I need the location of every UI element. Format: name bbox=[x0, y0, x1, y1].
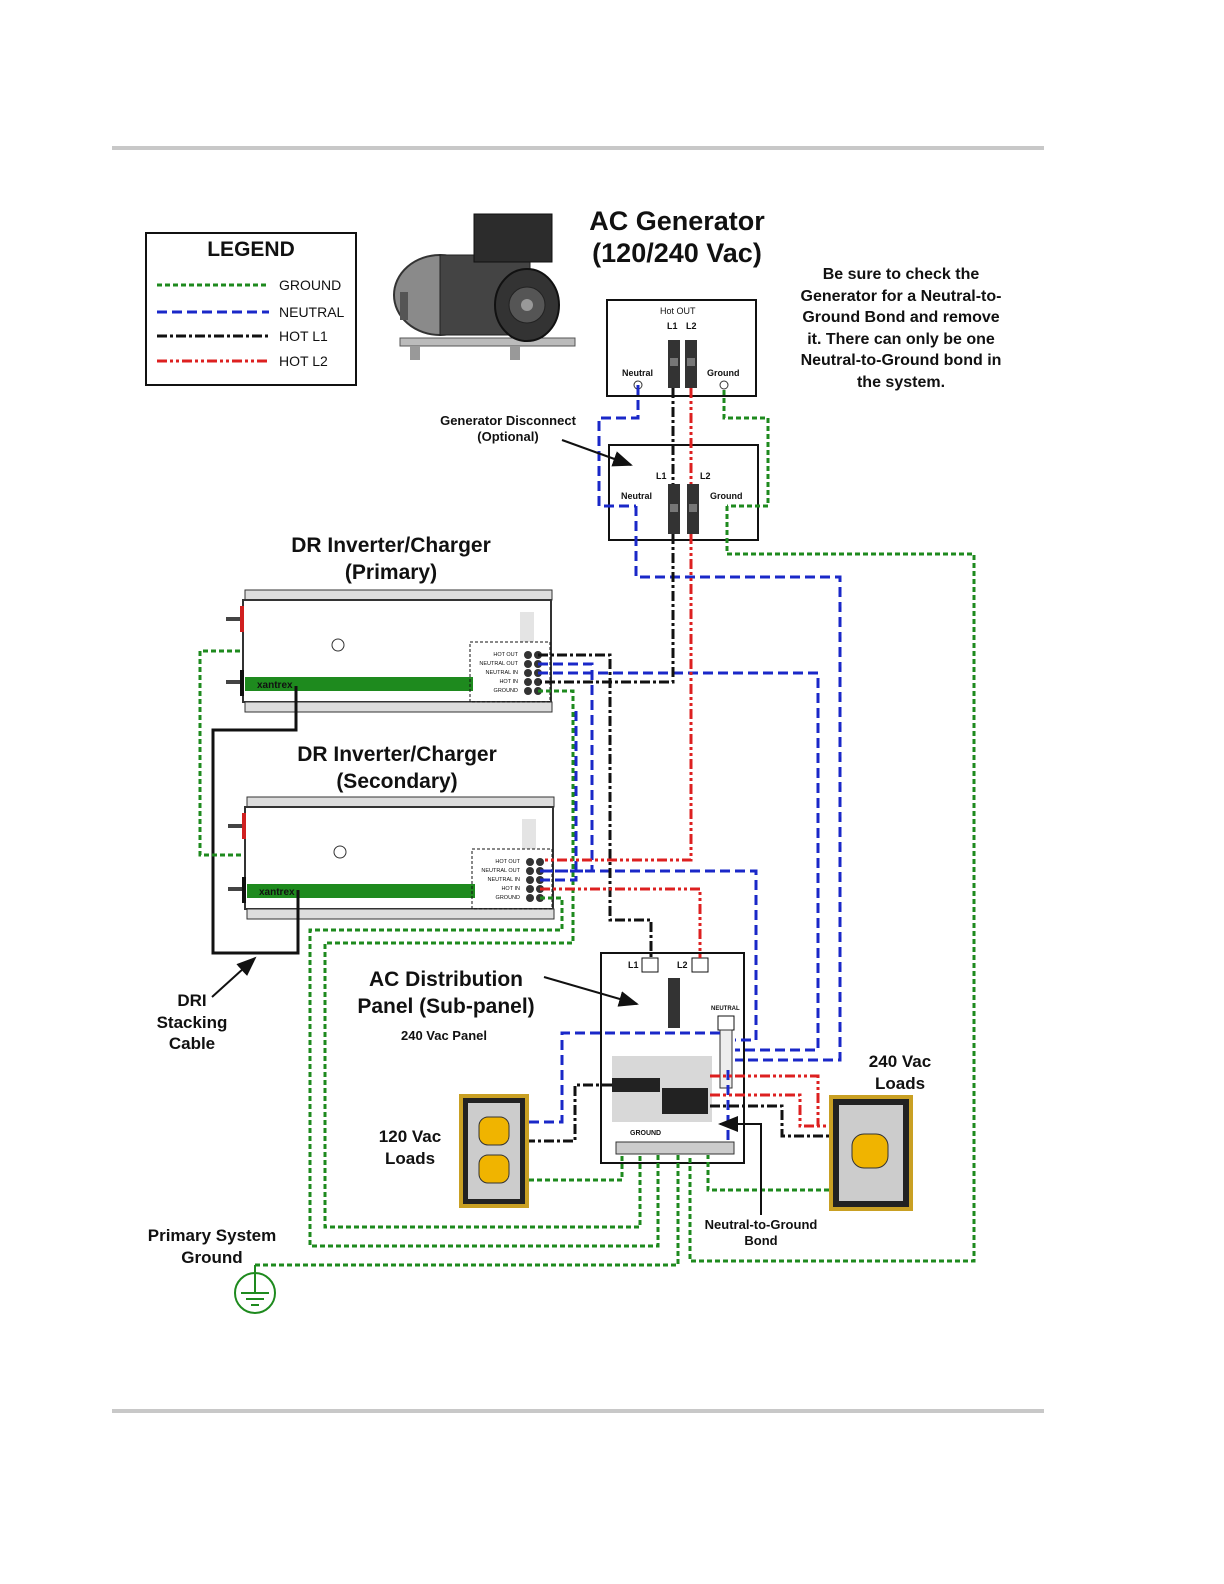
outlet-240v bbox=[829, 1095, 913, 1211]
inverter-primary-title: DR Inverter/Charger (Primary) bbox=[266, 532, 516, 586]
disconnect-label-line1: Generator Disconnect bbox=[440, 413, 576, 428]
generator-hot-out-label: Hot OUT bbox=[660, 306, 696, 316]
ground-wires bbox=[198, 390, 976, 1267]
terminal-label: NEUTRAL OUT bbox=[481, 868, 520, 874]
inverter-secondary-title: DR Inverter/Charger (Secondary) bbox=[272, 741, 522, 795]
loads-120v-line2: Loads bbox=[384, 1148, 436, 1168]
inverter-secondary-brand: xantrex bbox=[259, 887, 295, 898]
inverter-primary-title-line2: (Primary) bbox=[344, 561, 438, 584]
inverter-secondary-terminals: HOT OUT NEUTRAL OUT NEUTRAL IN HOT IN GR… bbox=[472, 858, 520, 903]
warning-line: Neutral-to-Ground bond in bbox=[800, 352, 1002, 369]
bond-label: Neutral-to-Ground Bond bbox=[694, 1217, 828, 1249]
legend-box: LEGEND GROUND NEUTRAL HOT L1 HOT L2 bbox=[145, 232, 357, 386]
outlet-120v bbox=[459, 1094, 529, 1208]
dri-label-line: Cable bbox=[168, 1034, 216, 1053]
hot-l1-line-icon bbox=[157, 334, 269, 338]
loads-120v-line1: 120 Vac bbox=[378, 1127, 442, 1146]
panel-neutral-label: NEUTRAL bbox=[711, 1006, 740, 1012]
warning-line: it. There can only be one bbox=[807, 330, 995, 348]
terminal-label: NEUTRAL IN bbox=[485, 670, 519, 676]
panel-l2-label: L2 bbox=[677, 960, 688, 970]
hot-l1-wires bbox=[529, 388, 829, 1143]
terminal-label: GROUND bbox=[495, 895, 520, 901]
disconnect-label-line2: (Optional) bbox=[477, 429, 539, 444]
loads-240v-line1: 240 Vac bbox=[868, 1052, 932, 1071]
system-ground-line1: Primary System bbox=[147, 1226, 277, 1245]
panel-ground-label: GROUND bbox=[630, 1130, 662, 1137]
terminal-label: NEUTRAL OUT bbox=[479, 661, 518, 667]
loads-120v-label: 120 Vac Loads bbox=[368, 1126, 452, 1169]
generator-l2-label: L2 bbox=[686, 321, 697, 331]
distribution-title-line1: AC Distribution bbox=[369, 968, 523, 991]
terminal-label: HOT IN bbox=[501, 886, 520, 892]
disconnect-neutral-label: Neutral bbox=[621, 491, 653, 501]
generator-title-line2: (120/240 Vac) bbox=[592, 238, 762, 268]
legend-label: GROUND bbox=[279, 277, 342, 293]
terminal-label: NEUTRAL IN bbox=[487, 877, 521, 883]
panel-l1-label: L1 bbox=[628, 960, 639, 970]
hot-l2-wires bbox=[540, 388, 829, 1128]
bottom-rule bbox=[112, 1409, 1044, 1413]
bond-label-line2: Bond bbox=[744, 1233, 778, 1248]
terminal-label: GROUND bbox=[493, 688, 518, 694]
dri-label-line: Stacking bbox=[156, 1012, 228, 1032]
inverter-secondary-title-line2: (Secondary) bbox=[336, 770, 458, 793]
inverter-secondary-title-line1: DR Inverter/Charger bbox=[297, 743, 497, 766]
disconnect-label: Generator Disconnect (Optional) bbox=[427, 413, 589, 445]
terminal-label: HOT IN bbox=[499, 679, 518, 685]
hot-l2-line-icon bbox=[157, 359, 269, 363]
loads-240v-line2: Loads bbox=[874, 1073, 926, 1093]
ground-line-icon bbox=[157, 283, 269, 287]
generator-ground-label: Ground bbox=[707, 368, 740, 378]
inverter-primary-title-line1: DR Inverter/Charger bbox=[291, 534, 491, 557]
generator-title: AC Generator (120/240 Vac) bbox=[568, 205, 786, 269]
inverter-secondary-unit bbox=[228, 796, 555, 920]
disconnect-l1-label: L1 bbox=[656, 471, 667, 481]
generator-title-line1: AC Generator bbox=[589, 206, 765, 236]
loads-240v-label: 240 Vac Loads bbox=[858, 1051, 942, 1094]
inverter-primary-terminals: HOT OUT NEUTRAL OUT NEUTRAL IN HOT IN GR… bbox=[470, 651, 518, 696]
terminal-label: HOT OUT bbox=[493, 652, 518, 658]
inverter-primary-brand: xantrex bbox=[257, 680, 293, 691]
distribution-title-line2: Panel (Sub-panel) bbox=[357, 995, 535, 1018]
top-rule bbox=[112, 146, 1044, 150]
disconnect-box bbox=[608, 444, 759, 541]
disconnect-ground-label: Ground bbox=[710, 491, 743, 501]
distribution-panel-title: AC Distribution Panel (Sub-panel) bbox=[340, 966, 552, 1020]
terminal-label: HOT OUT bbox=[495, 859, 520, 865]
warning-line: Be sure to check the bbox=[822, 266, 980, 283]
annotation-arrows bbox=[211, 439, 762, 1215]
warning-note: Be sure to check the Generator for a Neu… bbox=[776, 264, 1026, 393]
warning-line: Ground Bond and remove bbox=[802, 309, 1000, 326]
inverter-primary-unit bbox=[226, 589, 553, 713]
ground-symbol-icon bbox=[234, 1265, 276, 1314]
dri-label-line: DRI bbox=[177, 991, 207, 1010]
distribution-panel-subtitle: 240 Vac Panel bbox=[400, 1028, 487, 1043]
dri-cable-label: DRI Stacking Cable bbox=[142, 990, 242, 1055]
system-ground-label: Primary System Ground bbox=[137, 1225, 287, 1268]
generator-neutral-label: Neutral bbox=[622, 368, 654, 378]
dri-stacking-cable bbox=[211, 686, 300, 955]
legend-label: HOT L2 bbox=[279, 353, 328, 369]
system-ground-line2: Ground bbox=[181, 1247, 243, 1267]
warning-line: Generator for a Neutral-to- bbox=[800, 287, 1002, 305]
disconnect-l2-label: L2 bbox=[700, 471, 711, 481]
warning-line: the system. bbox=[856, 373, 946, 391]
generator-box bbox=[606, 299, 757, 397]
distribution-panel-box bbox=[600, 952, 745, 1164]
legend-label: HOT L1 bbox=[279, 328, 328, 344]
legend-label: NEUTRAL bbox=[279, 304, 345, 320]
legend-title: LEGEND bbox=[207, 238, 295, 261]
neutral-line-icon bbox=[157, 310, 269, 314]
generator-l1-label: L1 bbox=[667, 321, 678, 331]
bond-label-line1: Neutral-to-Ground bbox=[704, 1217, 818, 1232]
generator-illustration bbox=[393, 213, 576, 360]
neutral-wires bbox=[529, 385, 842, 1140]
